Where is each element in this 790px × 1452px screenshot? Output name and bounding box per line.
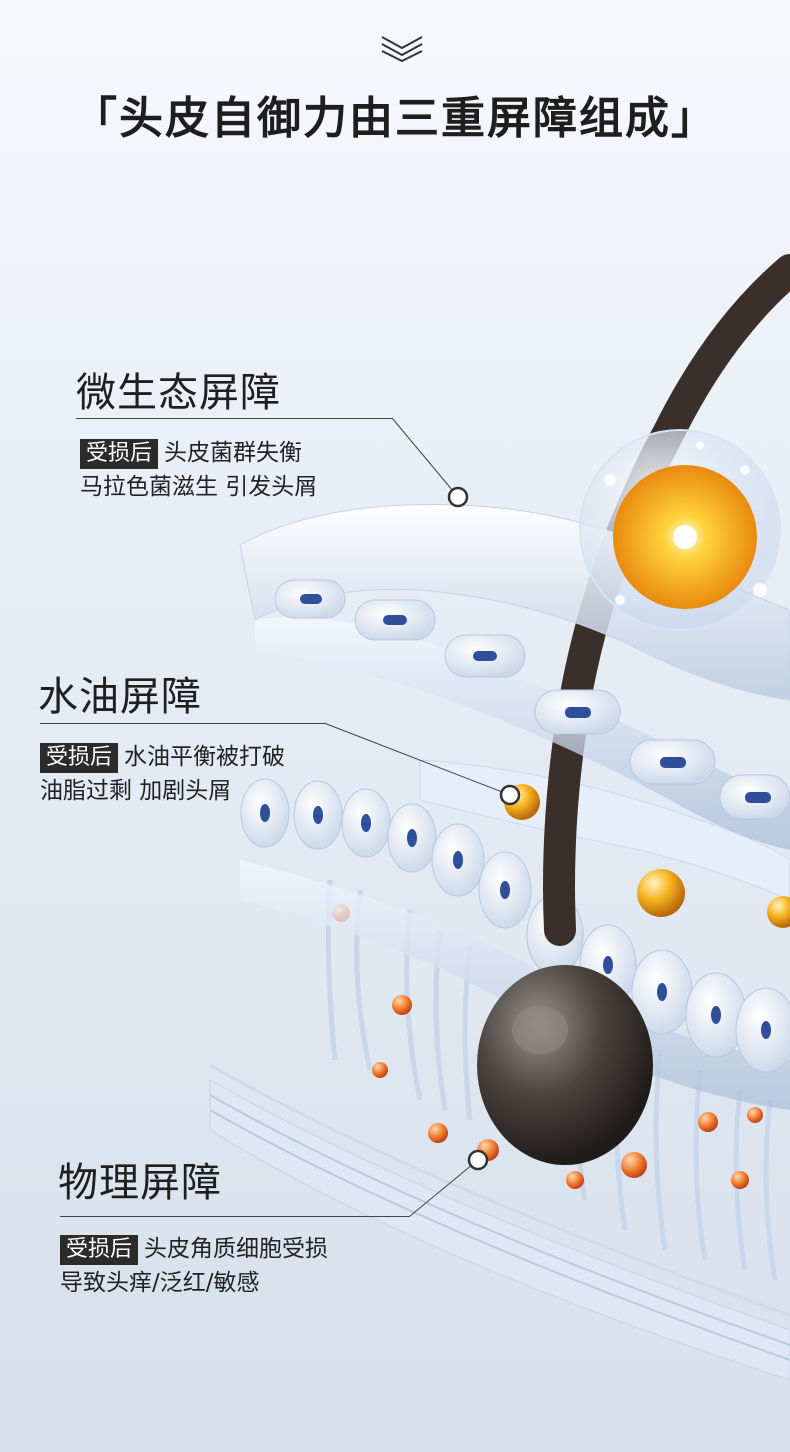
description-line: 导致头痒/泛红/敏感 (60, 1270, 260, 1296)
page-title: 「头皮自御力由三重屏障组成」 (73, 93, 717, 144)
barrier-title: 微生态屏障 (76, 370, 281, 416)
barrier-description: 受损后头皮菌群失衡 马拉色菌滋生 引发头屑 (80, 436, 317, 504)
barrier-description: 受损后水油平衡被打破 油脂过剩 加剧头屑 (40, 740, 285, 808)
label-physical-barrier: 物理屏障 (58, 1150, 222, 1208)
pointer-line (76, 418, 392, 419)
label-water-oil-barrier: 水油屏障 (38, 664, 202, 722)
damaged-badge: 受损后 (60, 1235, 139, 1265)
label-microbiome-barrier: 微生态屏障 (76, 360, 281, 418)
damaged-badge: 受损后 (40, 743, 119, 773)
damaged-badge: 受损后 (80, 439, 159, 469)
description-line: 水油平衡被打破 (124, 744, 286, 770)
description-line: 马拉色菌滋生 引发头屑 (80, 474, 318, 500)
double-chevron-down-icon (381, 36, 423, 62)
pointer-line (40, 723, 324, 724)
barrier-title: 水油屏障 (38, 674, 202, 720)
description-line: 头皮角质细胞受损 (144, 1236, 329, 1262)
description-line: 油脂过剩 加剧头屑 (40, 778, 232, 804)
barrier-description: 受损后头皮角质细胞受损 导致头痒/泛红/敏感 (60, 1232, 328, 1300)
description-line: 头皮菌群失衡 (164, 440, 303, 466)
pointer-line (60, 1216, 410, 1217)
barrier-title: 物理屏障 (58, 1160, 222, 1206)
